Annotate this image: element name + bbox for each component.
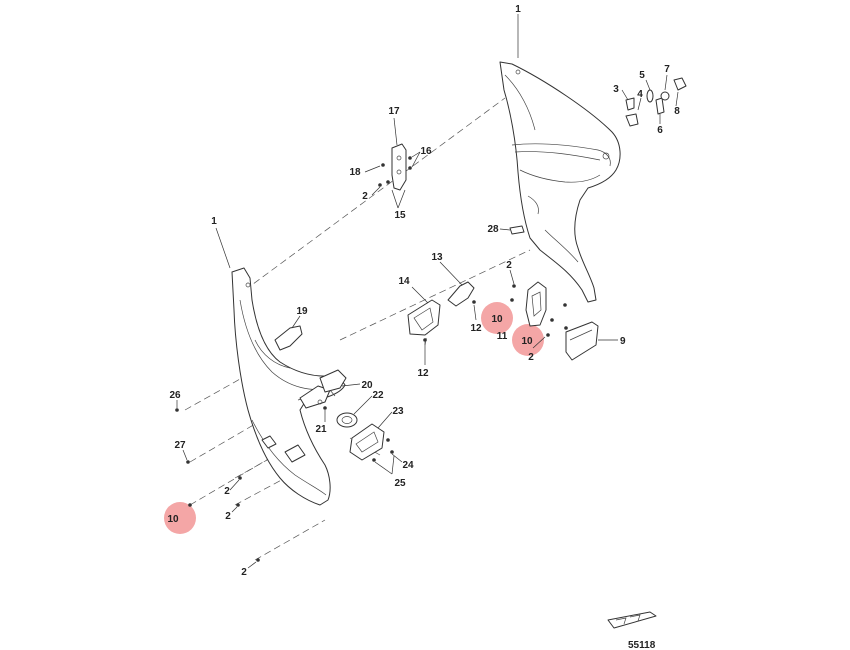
callout-18: 18 <box>349 167 361 178</box>
clip-28 <box>499 225 525 235</box>
bracket-11 <box>509 269 568 349</box>
bracket-13 <box>439 261 475 307</box>
callout-16: 16 <box>420 146 432 157</box>
callout-7: 7 <box>664 64 670 75</box>
trim-piece-9 <box>565 321 618 361</box>
callout-3: 3 <box>613 84 619 95</box>
callout-28: 28 <box>487 224 499 235</box>
callout-9: 9 <box>620 336 626 347</box>
latch-hardware <box>621 74 687 127</box>
figure-id: 55118 <box>628 640 656 650</box>
callout-23: 23 <box>392 406 404 417</box>
highlight-marker-10-left <box>164 502 196 534</box>
callout-17: 17 <box>388 106 400 117</box>
leader-1-left <box>215 227 231 269</box>
figure-id-icon <box>607 611 657 629</box>
callout-21: 21 <box>315 424 327 435</box>
callout-1-left: 1 <box>211 216 217 227</box>
callout-27: 27 <box>174 440 186 451</box>
screws-2-lower <box>229 476 260 569</box>
callout-13: 13 <box>431 252 443 263</box>
highlight-marker-10-center-bottom <box>512 324 544 356</box>
callout-12-right: 12 <box>470 323 482 334</box>
callout-2-upper: 2 <box>362 191 368 202</box>
bracket-17 <box>391 117 407 191</box>
callout-10-left: 10 <box>167 514 179 525</box>
callout-10-center-bottom: 10 <box>521 336 533 347</box>
callout-10-center-top: 10 <box>491 314 503 325</box>
callout-11: 11 <box>497 331 508 342</box>
callout-5: 5 <box>639 70 645 81</box>
screws-24-25 <box>372 438 403 475</box>
callout-15: 15 <box>394 210 406 221</box>
callout-14: 14 <box>398 276 410 287</box>
lower-cowl-panel <box>231 267 346 506</box>
callout-2-lower-c: 2 <box>241 567 247 578</box>
callout-2-right: 2 <box>528 352 534 363</box>
callout-1-top: 1 <box>515 4 521 15</box>
callout-25: 25 <box>394 478 406 489</box>
fastener-set-upper <box>364 151 421 209</box>
callout-12-bottom: 12 <box>417 368 429 379</box>
callout-26: 26 <box>169 390 181 401</box>
callout-4: 4 <box>637 89 643 100</box>
screws-26-27 <box>175 400 192 507</box>
screw-21 <box>323 406 327 422</box>
upper-cowl-panel <box>499 61 621 303</box>
callout-2-lower-a: 2 <box>224 486 230 497</box>
callout-19: 19 <box>296 306 308 317</box>
callout-24: 24 <box>402 460 414 471</box>
callout-2-lower-b: 2 <box>225 511 231 522</box>
callout-2-center: 2 <box>506 260 512 271</box>
vent-23 <box>349 411 393 461</box>
callout-8: 8 <box>674 106 680 117</box>
callout-6: 6 <box>657 125 663 136</box>
callout-22: 22 <box>372 390 384 401</box>
screws-12 <box>423 300 477 365</box>
handle-14 <box>407 286 441 336</box>
bracket-19 <box>274 315 303 351</box>
latch-20 <box>319 369 361 393</box>
highlight-marker-10-center-top <box>481 302 513 334</box>
callout-20: 20 <box>361 380 373 391</box>
grommet-22 <box>336 395 373 428</box>
